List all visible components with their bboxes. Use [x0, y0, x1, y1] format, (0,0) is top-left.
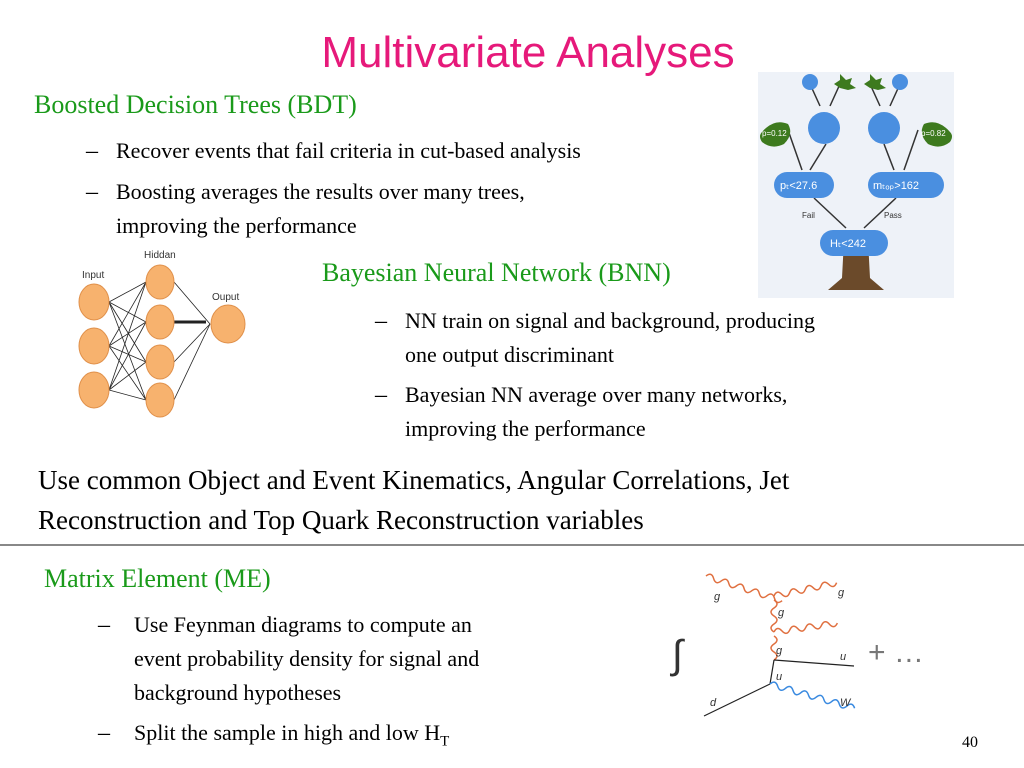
label-w: W: [840, 697, 852, 709]
bullet-dash: –: [98, 720, 110, 746]
gluon-line: [773, 621, 839, 635]
label-d: d: [710, 697, 717, 709]
leaf-icon: [760, 122, 791, 147]
page-number: 40: [962, 734, 978, 751]
w-boson-line: [769, 681, 856, 709]
gluon-line: [770, 635, 778, 661]
me-bullet-1-line-2: event probability density for signal and: [134, 646, 480, 671]
tree-node-right-label: mₜₒₚ>162: [873, 180, 919, 192]
label-u2: u: [776, 671, 782, 683]
bullet-dash: –: [375, 308, 387, 334]
plus-more-text: + …: [868, 636, 924, 669]
me-bullet-2: – Split the sample in high and low HT: [98, 716, 614, 758]
bdt-bullet-2-line-1: Boosting averages the results over many …: [116, 179, 525, 204]
leaf-icon: [834, 74, 856, 90]
bdt-bullet-2: – Boosting averages the results over man…: [86, 175, 736, 243]
nn-input-node: [78, 283, 110, 321]
gluon-line: [770, 599, 778, 633]
nn-hidden-node: [145, 382, 175, 418]
gluon-line: [705, 573, 783, 604]
common-variables-line-2: Reconstruction and Top Quark Reconstruct…: [38, 505, 644, 535]
section-divider: [0, 544, 1024, 546]
tree-node: [808, 112, 840, 144]
tree-node-right: [868, 172, 944, 198]
bnn-bullet-2-line-2: improving the performance: [405, 416, 646, 441]
leaf-icon: [864, 74, 886, 90]
common-variables-text: Use common Object and Event Kinematics, …: [38, 460, 1018, 540]
bullet-dash: –: [375, 382, 387, 408]
tree-root-node: [820, 230, 888, 256]
bnn-bullet-2-line-1: Bayesian NN average over many networks,: [405, 382, 788, 407]
bnn-heading: Bayesian Neural Network (BNN): [322, 258, 671, 287]
quark-line: [769, 659, 775, 685]
slide-title: Multivariate Analyses: [321, 28, 735, 77]
bnn-bullet-1-line-2: one output discriminant: [405, 342, 614, 367]
bnn-bullet-1-line-1: NN train on signal and background, produ…: [405, 308, 815, 333]
bullet-dash: –: [86, 179, 98, 205]
nn-input-node: [78, 327, 110, 365]
tree-node: [868, 112, 900, 144]
bnn-bullet-2: – Bayesian NN average over many networks…: [375, 378, 965, 446]
label-g1: g: [714, 591, 721, 603]
tree-root-label: Hₜ<242: [830, 238, 866, 250]
me-heading: Matrix Element (ME): [44, 564, 271, 593]
nn-hidden-node: [145, 304, 175, 340]
me-bullet-1-line-1: Use Feynman diagrams to compute an: [134, 612, 472, 637]
bdt-bullet-1-text: Recover events that fail criteria in cut…: [116, 138, 581, 163]
leaf-label-left: p=0.12: [762, 129, 787, 138]
integral-symbol: ∫: [670, 633, 686, 677]
nn-hidden-label: Hiddan: [144, 250, 176, 261]
nn-output-label: Ouput: [212, 292, 239, 303]
tree-small-node: [892, 74, 908, 90]
tree-pass-label: Pass: [884, 211, 902, 220]
bnn-bullet-1: – NN train on signal and background, pro…: [375, 304, 965, 372]
label-g4: g: [776, 645, 783, 657]
label-g3: g: [778, 607, 785, 619]
tree-node-left-label: pₜ<27.6: [780, 180, 817, 192]
quark-line: [773, 659, 855, 667]
me-bullet-2-text: Split the sample in high and low H: [134, 720, 441, 745]
bdt-heading: Boosted Decision Trees (BDT): [34, 90, 357, 119]
feynman-diagram: ∫ + … g g g g u u d W: [670, 566, 924, 724]
bullet-dash: –: [98, 612, 110, 638]
quark-line: [703, 683, 771, 717]
nn-output-node: [210, 304, 246, 344]
me-bullet-1: – Use Feynman diagrams to compute an eve…: [98, 608, 614, 710]
tree-small-node: [802, 74, 818, 90]
bdt-bullet-2-line-2: improving the performance: [116, 213, 357, 238]
tree-trunk: [828, 240, 884, 290]
nn-hidden-node: [145, 344, 175, 380]
bullet-dash: –: [86, 138, 98, 164]
label-g2: g: [838, 587, 845, 599]
label-u1: u: [840, 651, 846, 663]
common-variables-line-1: Use common Object and Event Kinematics, …: [38, 465, 790, 495]
tree-fail-label: Fail: [802, 211, 815, 220]
me-bullet-1-line-3: background hypotheses: [134, 680, 342, 705]
nn-hidden-node: [145, 264, 175, 300]
leaf-icon: [921, 122, 952, 147]
bdt-bullet-1: – Recover events that fail criteria in c…: [86, 134, 736, 168]
nn-input-label: Input: [82, 270, 104, 281]
me-bullet-2-subscript: T: [440, 733, 450, 750]
leaf-label-right: p=0.82: [921, 129, 946, 138]
nn-input-node: [78, 371, 110, 409]
tree-node-left: [774, 172, 834, 198]
gluon-line: [773, 581, 838, 598]
feynman-background: [694, 566, 894, 724]
decision-tree-diagram: p=0.12 p=0.82 pₜ<27.6 mₜₒₚ>162 Fail Pass…: [758, 72, 954, 298]
neural-network-diagram: Input Hiddan Ouput: [78, 250, 246, 418]
